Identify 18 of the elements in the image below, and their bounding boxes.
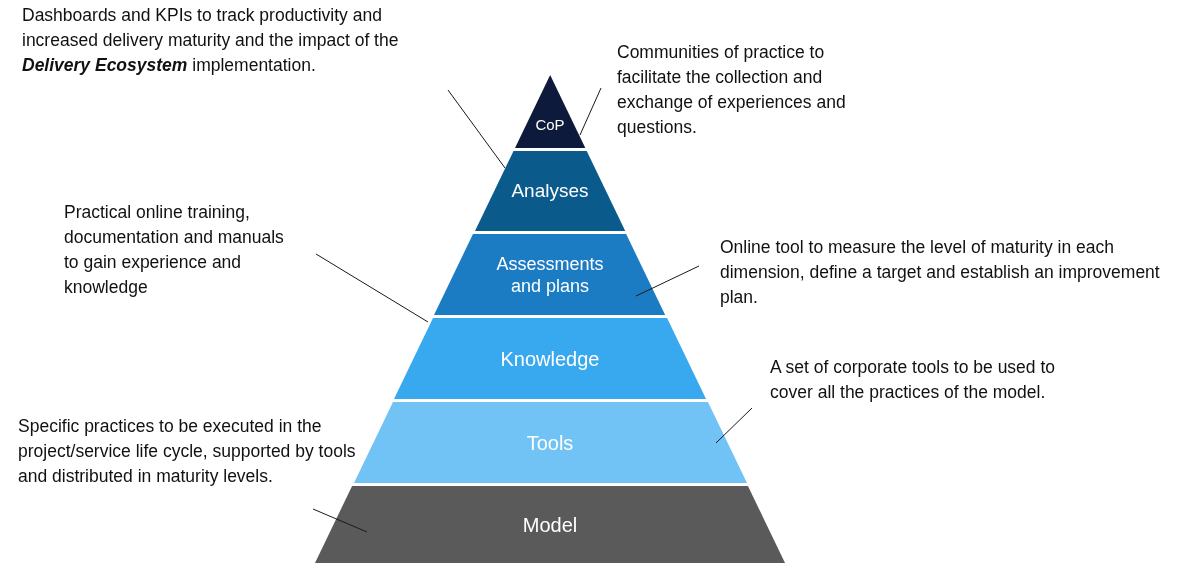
description-text: A set of corporate tools to be used to cover all the practices of the model. bbox=[770, 355, 1070, 405]
leader-line bbox=[715, 407, 753, 444]
leader-line bbox=[635, 265, 700, 297]
tier-label: Model bbox=[522, 513, 578, 536]
leader-line bbox=[312, 508, 368, 533]
description-text: Online tool to measure the level of maturity in each dimension, define a target and establish an improvement plan. bbox=[720, 235, 1160, 310]
description-text: Dashboards and KPIs to track productivity and increased delivery maturity and the impact of the Delivery Ecosystem implementation. bbox=[22, 3, 454, 78]
tier-label: Knowledge bbox=[500, 347, 600, 370]
description-text: Practical online training, documentation and manuals to gain experience and knowledge bbox=[64, 200, 300, 300]
tier-label: CoP bbox=[535, 114, 565, 135]
leader-line bbox=[315, 253, 429, 323]
leader-line bbox=[447, 89, 506, 169]
description-text: Communities of practice to facilitate the collection and exchange of experiences and questions. bbox=[617, 40, 879, 140]
tier-label: Assessments and plans bbox=[495, 252, 605, 297]
tier-label: Analyses bbox=[511, 180, 589, 202]
leader-line bbox=[579, 87, 602, 136]
description-text: Specific practices to be executed in the project/service life cycle, supported by tools and distributed in maturity levels. bbox=[18, 414, 358, 489]
tier-label: Tools bbox=[526, 431, 574, 454]
